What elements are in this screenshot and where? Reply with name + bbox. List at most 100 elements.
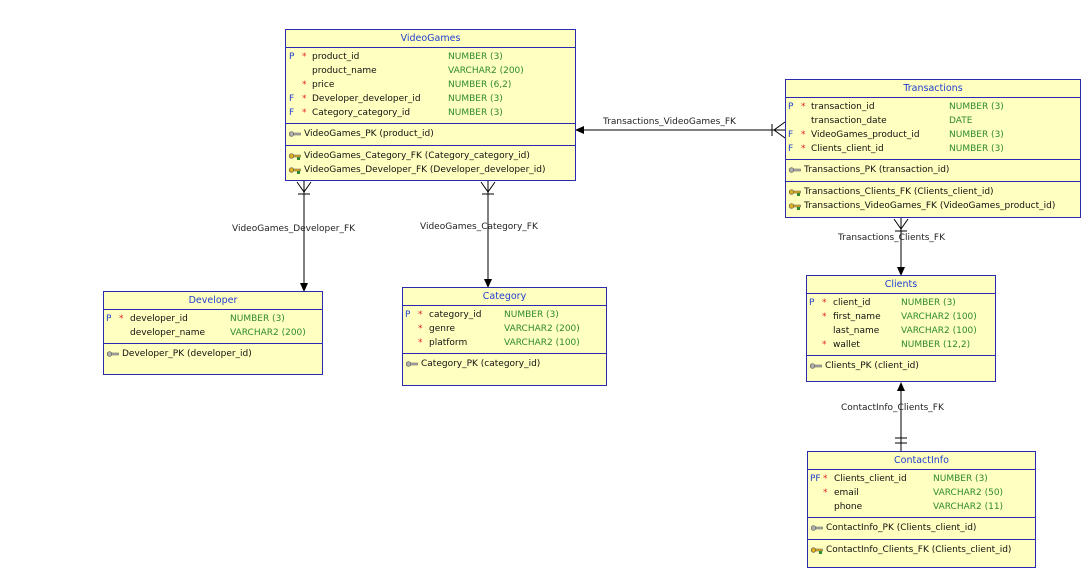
- fk-key-icon: [289, 153, 301, 160]
- column-name: client_id: [833, 298, 871, 308]
- rel-transactions-videogames[interactable]: [575, 121, 786, 139]
- required-marker: *: [302, 94, 307, 104]
- column-row: * wallet NUMBER (12,2): [807, 338, 995, 352]
- required-marker: *: [823, 488, 828, 498]
- column-name: transaction_date: [811, 116, 887, 126]
- rel-transactions-clients[interactable]: [893, 218, 909, 276]
- required-marker: *: [801, 130, 806, 140]
- rel-label-videogames-category: VideoGames_Category_FK: [420, 222, 538, 232]
- key-flag: F: [788, 144, 794, 154]
- column-type: DATE: [949, 116, 973, 126]
- column-row: transaction_date DATE: [786, 114, 1080, 128]
- entity-title: ContactInfo: [808, 452, 1035, 470]
- required-marker: *: [801, 102, 806, 112]
- required-marker: *: [822, 340, 827, 350]
- required-marker: *: [418, 338, 423, 348]
- key-flag: P: [405, 310, 411, 320]
- column-type: NUMBER (3): [901, 298, 956, 308]
- required-marker: *: [418, 324, 423, 334]
- column-type: NUMBER (12,2): [901, 340, 971, 350]
- column-name: platform: [429, 338, 468, 348]
- column-name: category_id: [429, 310, 482, 320]
- foreign-key-section: ContactInfo_Clients_FK (Clients_client_i…: [808, 540, 1035, 561]
- fk-key-icon: [789, 203, 801, 210]
- primary-key-name: ContactInfo_PK (Clients_client_id): [826, 523, 977, 533]
- primary-key-row: VideoGames_PK (product_id): [286, 127, 575, 141]
- key-flag: P: [788, 102, 794, 112]
- column-name: transaction_id: [811, 102, 875, 112]
- required-marker: *: [302, 52, 307, 62]
- key-flag: F: [788, 130, 794, 140]
- primary-key-section: Category_PK (category_id): [403, 354, 606, 375]
- column-name: Clients_client_id: [834, 474, 907, 484]
- column-name: last_name: [833, 326, 880, 336]
- fk-key-icon: [811, 547, 823, 554]
- required-marker: *: [822, 298, 827, 308]
- entity-title: Developer: [104, 292, 322, 310]
- rel-label-transactions-clients: Transactions_Clients_FK: [838, 233, 945, 243]
- foreign-key-section: VideoGames_Category_FK (Category_categor…: [286, 146, 575, 181]
- key-flag: PF: [810, 474, 821, 484]
- column-type: NUMBER (3): [949, 144, 1004, 154]
- column-name: product_id: [312, 52, 360, 62]
- key-flag: P: [809, 298, 815, 308]
- column-name: email: [834, 488, 859, 498]
- pk-key-icon: [289, 131, 301, 137]
- pk-key-icon: [811, 525, 823, 531]
- primary-key-row: Transactions_PK (transaction_id): [786, 163, 1080, 177]
- pk-key-icon: [406, 361, 418, 367]
- column-type: NUMBER (3): [448, 108, 503, 118]
- primary-key-row: Clients_PK (client_id): [807, 359, 995, 373]
- column-type: NUMBER (3): [448, 94, 503, 104]
- column-name: VideoGames_product_id: [811, 130, 920, 140]
- rel-contactinfo-clients[interactable]: [895, 382, 907, 451]
- rel-videogames-category[interactable]: [480, 181, 496, 288]
- column-name: wallet: [833, 340, 860, 350]
- rel-label-videogames-developer: VideoGames_Developer_FK: [232, 224, 356, 234]
- primary-key-name: Developer_PK (developer_id): [122, 349, 252, 359]
- column-type: VARCHAR2 (200): [448, 66, 524, 76]
- primary-key-section: ContactInfo_PK (Clients_client_id): [808, 518, 1035, 540]
- column-type: VARCHAR2 (100): [901, 326, 977, 336]
- required-marker: *: [418, 310, 423, 320]
- primary-key-name: Category_PK (category_id): [421, 359, 541, 369]
- fk-key-icon: [289, 167, 301, 174]
- foreign-key-row: ContactInfo_Clients_FK (Clients_client_i…: [808, 543, 1035, 557]
- column-type: VARCHAR2 (100): [504, 338, 580, 348]
- column-name: developer_name: [130, 328, 206, 338]
- entity-title: Transactions: [786, 80, 1080, 98]
- key-flag: P: [106, 314, 112, 324]
- rel-videogames-developer[interactable]: [296, 181, 312, 292]
- entity-title: Category: [403, 288, 606, 306]
- pk-key-icon: [810, 363, 822, 369]
- required-marker: *: [302, 108, 307, 118]
- column-name: Clients_client_id: [811, 144, 884, 154]
- required-marker: *: [302, 80, 307, 90]
- column-name: genre: [429, 324, 455, 334]
- foreign-key-name: ContactInfo_Clients_FK (Clients_client_i…: [826, 545, 1012, 555]
